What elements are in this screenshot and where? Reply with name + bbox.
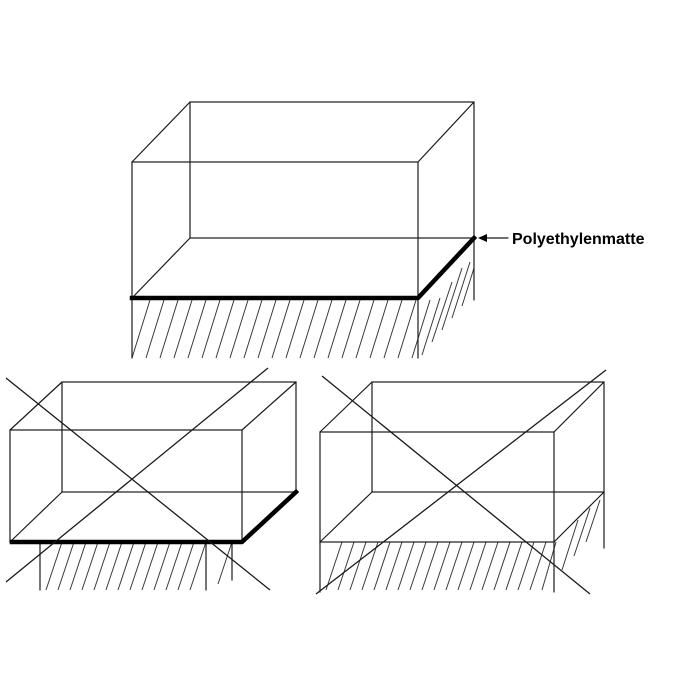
wrong-placement-no-mat-panel <box>315 369 607 595</box>
mat-callout: Polyethylenmatte <box>478 231 645 248</box>
mat-label: Polyethylenmatte <box>512 231 645 248</box>
correct-placement-panel: Polyethylenmatte <box>129 101 645 359</box>
callout-arrowhead-icon <box>478 234 487 242</box>
wrong-placement-overhang-panel <box>5 367 300 591</box>
ground-hatching-top <box>131 237 475 359</box>
cross-out-left <box>5 367 271 591</box>
container-box-right <box>319 381 605 543</box>
polyethylene-mat-top <box>129 234 478 301</box>
ground-hatching-left <box>39 541 233 591</box>
ground-hatching-right <box>319 491 605 593</box>
polyethylene-mat-left <box>9 488 300 545</box>
container-box-top <box>131 101 475 299</box>
cross-out-right <box>315 369 607 595</box>
